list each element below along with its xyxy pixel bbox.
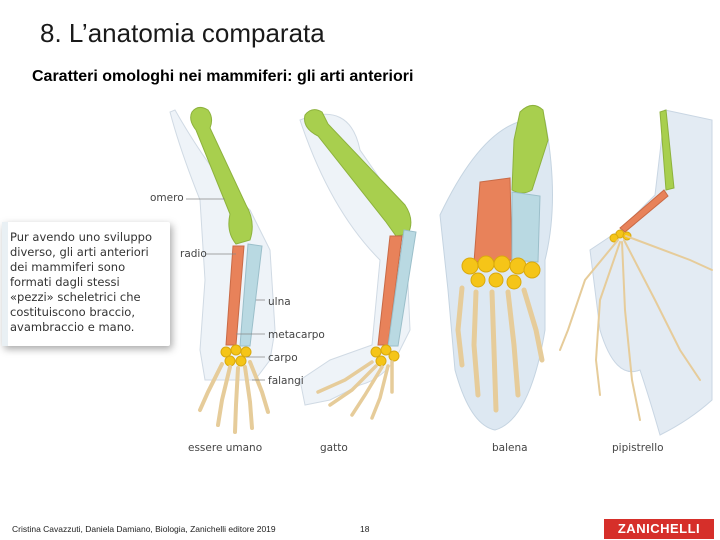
cat-leg bbox=[299, 109, 417, 420]
human-arm bbox=[169, 106, 276, 434]
label-falangi: falangi bbox=[268, 375, 304, 387]
bat-humerus bbox=[659, 109, 675, 191]
caption-human: essere umano bbox=[188, 442, 263, 454]
human-ulna bbox=[239, 243, 263, 347]
human-carpals bbox=[220, 344, 252, 367]
whale-phalanges bbox=[455, 285, 545, 413]
whale-humerus bbox=[511, 105, 549, 194]
cat-humerus bbox=[304, 109, 412, 237]
footer-credit: Cristina Cavazzuti, Daniela Damiano, Bio… bbox=[12, 524, 276, 534]
caption-bat: pipistrello bbox=[612, 442, 664, 454]
publisher-logo: ZANICHELLI bbox=[604, 519, 714, 539]
whale-ulna bbox=[511, 191, 541, 263]
page-number: 18 bbox=[360, 524, 370, 534]
note-text: Pur avendo uno sviluppo diverso, gli art… bbox=[10, 230, 152, 334]
info-note: Pur avendo uno sviluppo diverso, gli art… bbox=[2, 222, 170, 346]
bat-wing bbox=[559, 109, 713, 436]
label-radio: radio bbox=[180, 248, 207, 260]
caption-whale: balena bbox=[492, 442, 528, 454]
cat-ulna bbox=[387, 229, 417, 347]
cat-carpals bbox=[370, 344, 400, 367]
human-humerus bbox=[190, 106, 253, 245]
bat-phalanges bbox=[559, 235, 713, 421]
note-accent-bar bbox=[2, 222, 8, 346]
label-carpo: carpo bbox=[268, 352, 298, 364]
cat-phalanges bbox=[316, 360, 394, 420]
label-ulna: ulna bbox=[268, 296, 291, 308]
forelimb-illustration bbox=[169, 105, 713, 436]
human-phalanges bbox=[198, 360, 270, 434]
label-omero: omero bbox=[150, 192, 184, 204]
whale-carpals bbox=[461, 255, 541, 290]
slide-footer: Cristina Cavazzuti, Daniela Damiano, Bio… bbox=[0, 518, 720, 540]
whale-flipper bbox=[439, 105, 553, 431]
slide-title: 8. L’anatomia comparata bbox=[40, 18, 325, 48]
whale-radius bbox=[473, 177, 513, 263]
caption-cat: gatto bbox=[320, 442, 348, 454]
slide-subtitle: Caratteri omologhi nei mammiferi: gli ar… bbox=[32, 68, 414, 85]
label-metacarpo: metacarpo bbox=[268, 329, 325, 341]
